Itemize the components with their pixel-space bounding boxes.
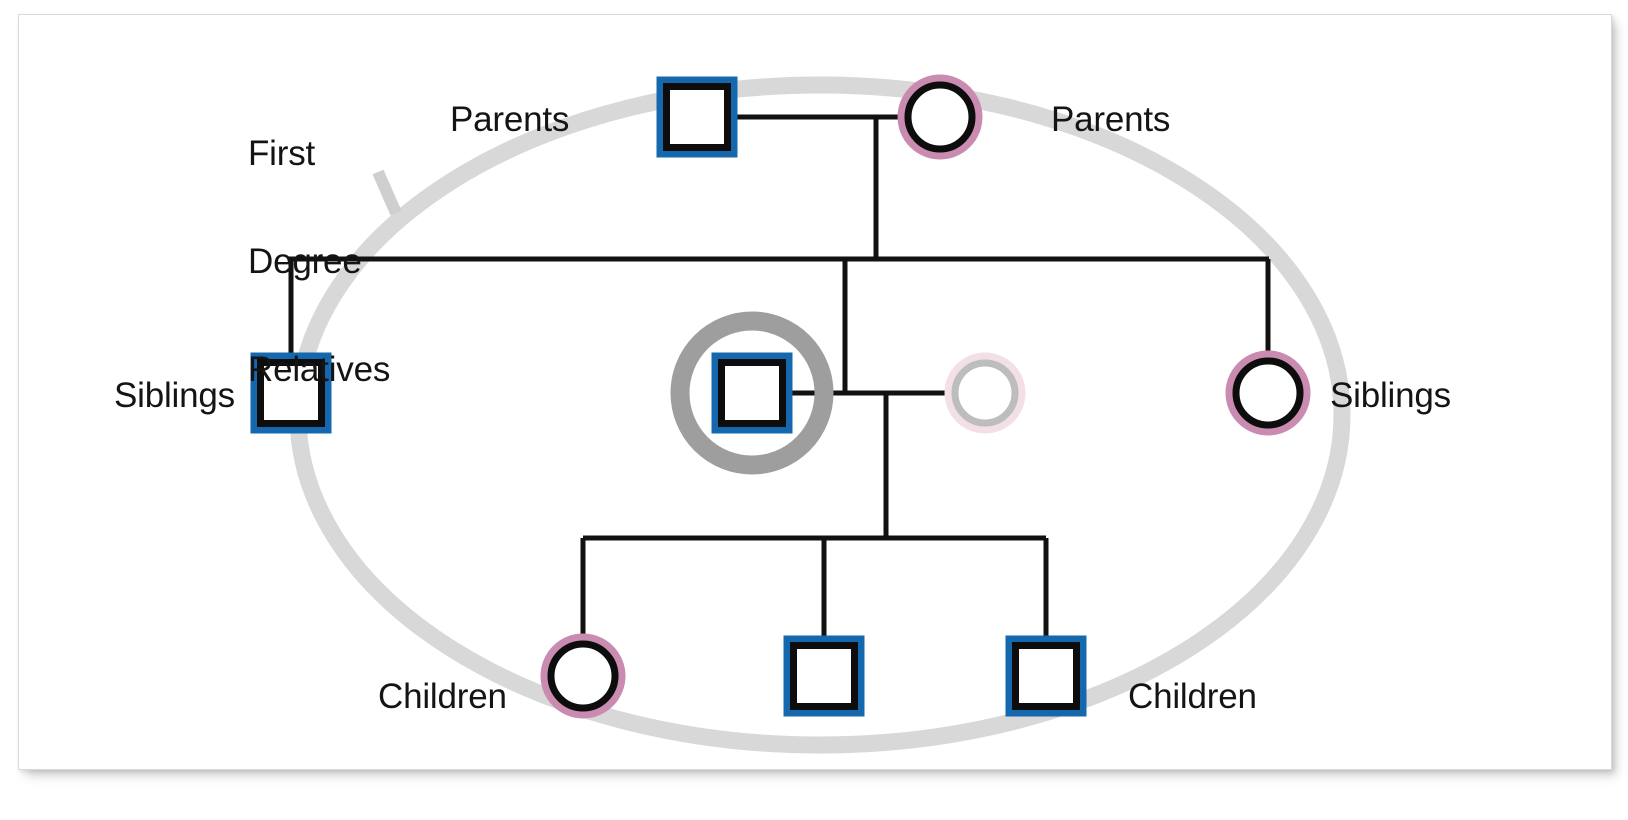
node-spouse[interactable] xyxy=(944,352,1026,434)
node-father[interactable] xyxy=(656,76,738,158)
node-child-1[interactable] xyxy=(540,633,626,719)
male-symbol-square-inner xyxy=(718,359,786,427)
label-parents-left: Parents xyxy=(450,100,570,139)
node-proband[interactable] xyxy=(670,311,834,475)
male-symbol-square-inner xyxy=(257,359,325,427)
first-degree-relatives-label-line-3: Relatives xyxy=(248,350,391,389)
female-symbol-circle-inner xyxy=(547,640,619,712)
label-parents-right: Parents xyxy=(1051,100,1171,139)
first-degree-relatives-label-line-1: First xyxy=(248,134,316,173)
first-degree-relatives-pointer xyxy=(372,169,402,216)
first-degree-relatives-label-line-2: Degree xyxy=(248,242,362,281)
first-degree-relatives-label: First Degree Relatives xyxy=(248,64,448,460)
node-child-3[interactable] xyxy=(1005,635,1087,717)
label-siblings-left: Siblings xyxy=(114,376,235,415)
node-child-2[interactable] xyxy=(783,635,865,717)
label-children-left: Children xyxy=(378,677,507,716)
node-sibling-right[interactable] xyxy=(1225,350,1311,436)
female-symbol-circle-inner xyxy=(1232,357,1304,429)
male-symbol-square-inner xyxy=(790,642,858,710)
proband-ring-icon xyxy=(670,311,834,475)
label-siblings-right: Siblings xyxy=(1330,376,1451,415)
male-symbol-square-inner xyxy=(1012,642,1080,710)
label-children-right: Children xyxy=(1128,677,1257,716)
node-mother[interactable] xyxy=(897,74,983,160)
male-symbol-square-inner xyxy=(663,83,731,151)
pedigree-connectors xyxy=(288,114,1271,644)
female-symbol-circle-inner xyxy=(904,81,976,153)
node-sibling-left[interactable] xyxy=(250,352,332,434)
female-symbol-circle-faded-inner xyxy=(951,359,1019,427)
